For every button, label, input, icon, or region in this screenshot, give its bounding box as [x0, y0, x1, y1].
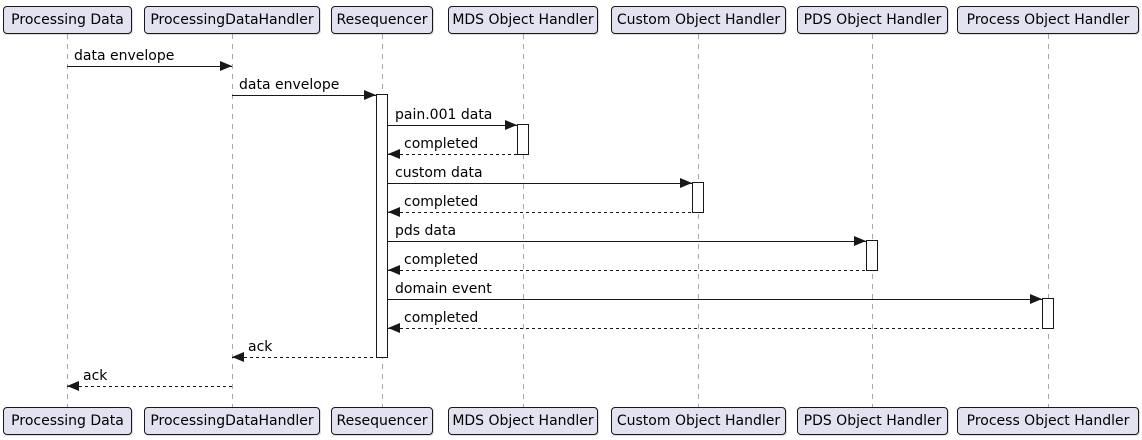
participant-process-object-handler-bottom: Process Object Handler [957, 407, 1139, 435]
message-line [67, 66, 232, 67]
message-pds-data: pds data [388, 221, 866, 246]
participant-processing-data-handler-bottom: ProcessingDataHandler [144, 407, 320, 435]
message-line [232, 95, 376, 96]
participant-custom-object-handler-top: Custom Object Handler [611, 6, 786, 34]
arrowhead-left-icon [232, 352, 244, 362]
participant-resequencer-bottom: Resequencer [331, 407, 433, 435]
lifeline-pds-object-handler [872, 34, 873, 407]
participant-processing-data-handler-top: ProcessingDataHandler [144, 6, 320, 34]
participant-processing-data-top: Processing Data [3, 6, 132, 34]
arrowhead-right-icon [505, 120, 517, 130]
message-label: pain.001 data [395, 107, 493, 123]
lifeline-mds-object-handler [523, 34, 524, 407]
message-line [388, 241, 866, 242]
arrowhead-right-icon [680, 178, 692, 188]
participant-mds-object-handler-bottom: MDS Object Handler [448, 407, 598, 435]
message-label: completed [404, 136, 479, 152]
message-line [388, 212, 692, 213]
arrowhead-left-icon [388, 323, 400, 333]
message-ack-resequencer: ack [232, 337, 376, 362]
message-label: ack [248, 339, 273, 355]
participant-custom-object-handler-bottom: Custom Object Handler [611, 407, 786, 435]
arrowhead-left-icon [67, 381, 79, 391]
message-line [388, 183, 692, 184]
message-line [388, 154, 517, 155]
activation-custom-object-handler [692, 182, 704, 213]
message-label: domain event [395, 281, 492, 297]
message-custom-data: custom data [388, 163, 692, 188]
arrowhead-right-icon [220, 61, 232, 71]
activation-resequencer [376, 94, 388, 358]
message-line [388, 125, 517, 126]
arrowhead-left-icon [388, 265, 400, 275]
lifeline-processing-data [67, 34, 68, 407]
message-line [388, 328, 1042, 329]
message-data-envelope-2: data envelope [232, 75, 376, 100]
activation-pds-object-handler [866, 240, 878, 271]
arrowhead-left-icon [388, 149, 400, 159]
message-label: completed [404, 310, 479, 326]
lifeline-process-object-handler [1048, 34, 1049, 407]
message-completed-mds: completed [388, 134, 517, 159]
message-pain001-data: pain.001 data [388, 105, 517, 130]
activation-process-object-handler [1042, 298, 1054, 329]
activation-mds-object-handler [517, 124, 529, 155]
message-line [388, 270, 866, 271]
message-completed-pds: completed [388, 250, 866, 275]
participant-pds-object-handler-top: PDS Object Handler [797, 6, 948, 34]
message-label: completed [404, 252, 479, 268]
arrowhead-right-icon [1030, 294, 1042, 304]
arrowhead-right-icon [364, 90, 376, 100]
message-label: pds data [395, 223, 457, 239]
participant-resequencer-top: Resequencer [331, 6, 433, 34]
message-data-envelope-1: data envelope [67, 46, 232, 71]
lifeline-custom-object-handler [698, 34, 699, 407]
participant-process-object-handler-top: Process Object Handler [957, 6, 1139, 34]
message-completed-process: completed [388, 308, 1042, 333]
message-line [388, 299, 1042, 300]
arrowhead-right-icon [854, 236, 866, 246]
participant-pds-object-handler-bottom: PDS Object Handler [797, 407, 948, 435]
message-label: ack [83, 368, 108, 384]
arrowhead-left-icon [388, 207, 400, 217]
message-label: data envelope [239, 77, 340, 93]
participant-processing-data-bottom: Processing Data [3, 407, 132, 435]
message-label: completed [404, 194, 479, 210]
message-line [232, 357, 376, 358]
message-ack-handler: ack [67, 366, 232, 391]
message-label: custom data [395, 165, 483, 181]
message-label: data envelope [74, 48, 175, 64]
participant-mds-object-handler-top: MDS Object Handler [448, 6, 598, 34]
message-completed-custom: completed [388, 192, 692, 217]
message-line [67, 386, 232, 387]
lifeline-processing-data-handler [232, 34, 233, 407]
message-domain-event: domain event [388, 279, 1042, 304]
